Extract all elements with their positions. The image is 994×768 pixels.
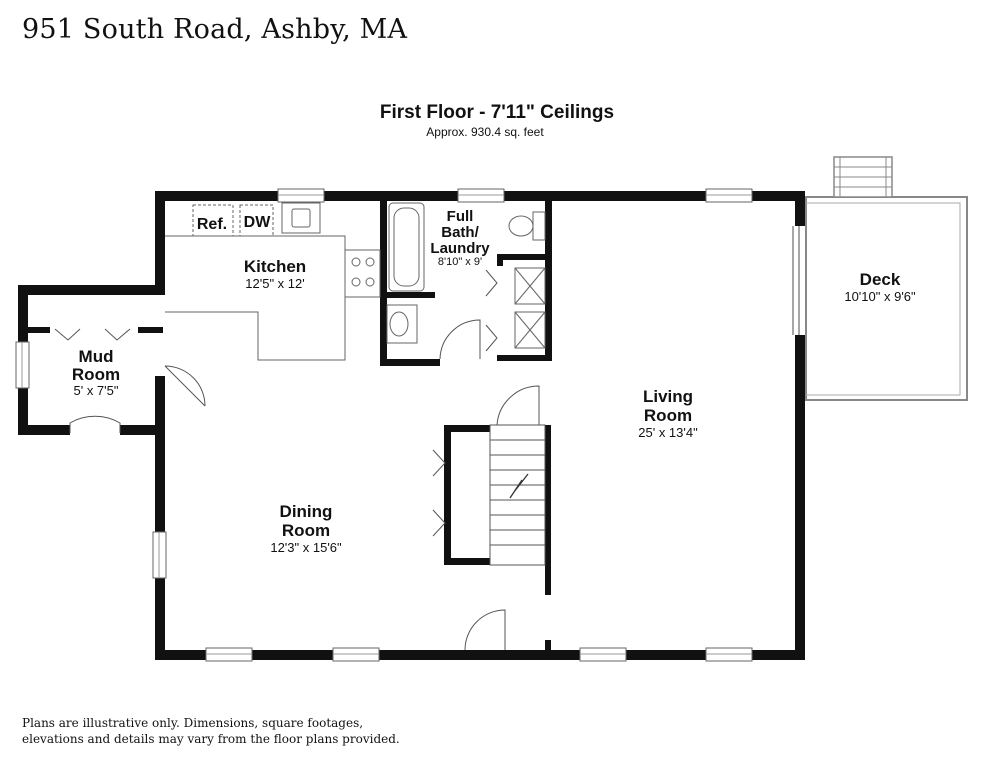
deck-name: Deck	[860, 270, 901, 289]
room-deck: Deck 10'10" x 9'6"	[844, 270, 916, 304]
staircase	[489, 424, 546, 566]
dining-dims: 12'3" x 15'6"	[270, 540, 342, 555]
bath-dims: 8'10" x 9'	[438, 256, 482, 268]
room-mud: Mud Room 5' x 7'5"	[72, 347, 120, 398]
bath-fixtures	[386, 202, 546, 349]
doors	[54, 269, 540, 651]
kitchen-name: Kitchen	[244, 257, 306, 276]
living-dims: 25' x 13'4"	[638, 425, 698, 440]
room-bath: Full Bath/ Laundry 8'10" x 9'	[430, 208, 490, 268]
mud-name-line2: Room	[72, 365, 120, 384]
kitchen-dims: 12'5" x 12'	[245, 276, 304, 291]
living-name-line1: Living	[643, 387, 693, 406]
deck	[805, 156, 968, 401]
bath-name-line2: Bath/	[441, 224, 479, 241]
deck-dims: 10'10" x 9'6"	[844, 289, 916, 304]
room-kitchen: Kitchen 12'5" x 12'	[244, 257, 306, 291]
floor-title: First Floor - 7'11" Ceilings	[379, 102, 615, 123]
kitchen-fixtures	[165, 202, 381, 361]
refrigerator-label: Ref.	[197, 216, 227, 233]
floor-area: Approx. 930.4 sq. feet	[426, 125, 544, 139]
dining-name-line1: Dining	[280, 502, 333, 521]
mud-name-line1: Mud	[79, 347, 114, 366]
deck-slider-door	[792, 226, 800, 335]
bath-name-line1: Full	[447, 208, 474, 225]
disclaimer-text: Plans are illustrative only. Dimensions,…	[22, 716, 400, 746]
room-living: Living Room 25' x 13'4"	[638, 387, 698, 440]
interior-walls	[380, 201, 552, 650]
dishwasher-label: DW	[244, 214, 272, 231]
bath-name-line3: Laundry	[430, 240, 490, 257]
deck-stairs	[833, 156, 893, 198]
living-name-line2: Room	[644, 406, 692, 425]
mud-dims: 5' x 7'5"	[74, 383, 119, 398]
room-dining: Dining Room 12'3" x 15'6"	[270, 502, 342, 555]
property-address: 951 South Road, Ashby, MA	[22, 14, 408, 45]
dining-name-line2: Room	[282, 521, 330, 540]
